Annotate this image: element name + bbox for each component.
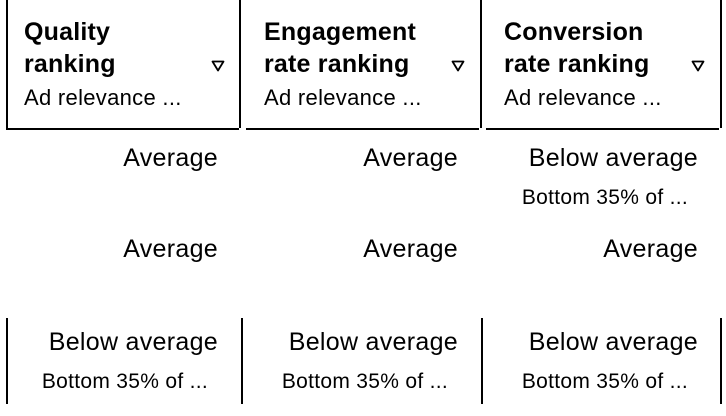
column-divider xyxy=(720,318,722,404)
table-cell-engagement-rate-ranking: Average xyxy=(240,142,458,174)
column-header-subtitle: Ad relevance ... xyxy=(504,85,662,110)
column-divider[interactable] xyxy=(239,0,241,128)
ranking-value: Below average xyxy=(48,328,218,356)
table-cell-conversion-rate-ranking: Below average Bottom 35% of ... xyxy=(480,142,698,212)
column-header-title: Conversion rate ranking xyxy=(504,18,650,78)
table-cell-quality-ranking: Average xyxy=(0,233,218,265)
column-header-conversion-rate-ranking[interactable]: Conversion rate ranking Ad relevance ... xyxy=(486,0,719,130)
column-divider xyxy=(481,318,483,404)
column-divider xyxy=(241,318,243,404)
column-header-title: Quality ranking xyxy=(24,18,116,78)
sort-descending-triangle-icon[interactable] xyxy=(691,60,705,72)
column-header-subtitle: Ad relevance ... xyxy=(24,85,182,110)
column-header-quality-ranking[interactable]: Quality ranking Ad relevance ... xyxy=(6,0,239,130)
table-cell-engagement-rate-ranking: Below average Bottom 35% of ... xyxy=(240,326,458,396)
table-cell-quality-ranking: Average xyxy=(0,142,218,174)
column-divider xyxy=(6,0,8,128)
ranking-value: Average xyxy=(363,235,458,263)
table-cell-conversion-rate-ranking: Average xyxy=(480,233,698,265)
table-cell-engagement-rate-ranking: Average xyxy=(240,233,458,265)
ranking-note: Bottom 35% of ... xyxy=(41,370,208,393)
column-divider[interactable] xyxy=(480,0,482,128)
ranking-value: Average xyxy=(363,144,458,172)
column-header-subtitle: Ad relevance ... xyxy=(264,85,422,110)
column-divider xyxy=(6,318,8,404)
ranking-value: Average xyxy=(123,144,218,172)
sort-descending-triangle-icon[interactable] xyxy=(211,60,225,72)
ranking-value: Below average xyxy=(528,144,698,172)
sort-descending-triangle-icon[interactable] xyxy=(451,60,465,72)
column-header-title: Engagement rate ranking xyxy=(264,18,417,78)
ranking-value: Below average xyxy=(288,328,458,356)
table-cell-conversion-rate-ranking: Below average Bottom 35% of ... xyxy=(480,326,698,396)
ranking-value: Average xyxy=(123,235,218,263)
column-header-engagement-rate-ranking[interactable]: Engagement rate ranking Ad relevance ... xyxy=(246,0,479,130)
ranking-value: Below average xyxy=(528,328,698,356)
column-divider xyxy=(720,0,722,128)
table-cell-quality-ranking: Below average Bottom 35% of ... xyxy=(0,326,218,396)
ranking-note: Bottom 35% of ... xyxy=(521,186,688,209)
ranking-note: Bottom 35% of ... xyxy=(281,370,448,393)
ranking-value: Average xyxy=(603,235,698,263)
ranking-note: Bottom 35% of ... xyxy=(521,370,688,393)
